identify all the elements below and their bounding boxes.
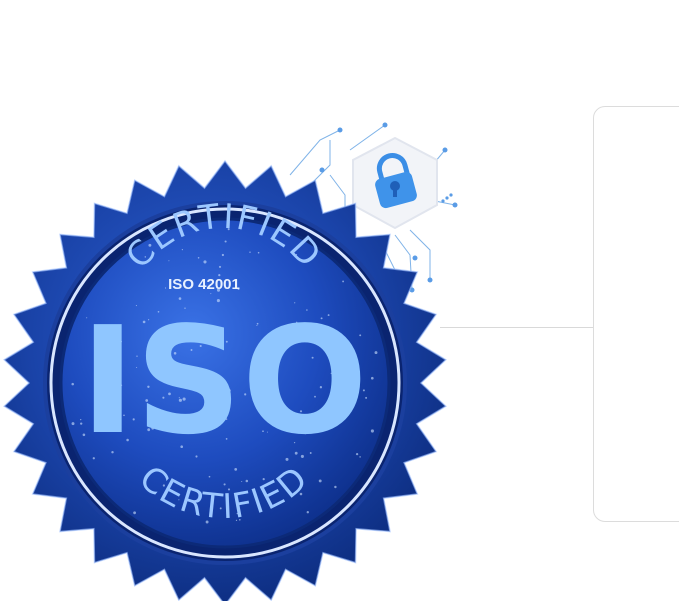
side-card (593, 106, 679, 522)
seal-ring-silver (49, 207, 401, 559)
padlock-icon (352, 136, 438, 230)
sparkle-texture (71, 228, 378, 524)
circuit-nodes (319, 122, 458, 293)
standard-label: ISO 42001 (168, 276, 240, 293)
connector-line (440, 327, 593, 328)
iso-main-text: ISO (80, 295, 367, 467)
